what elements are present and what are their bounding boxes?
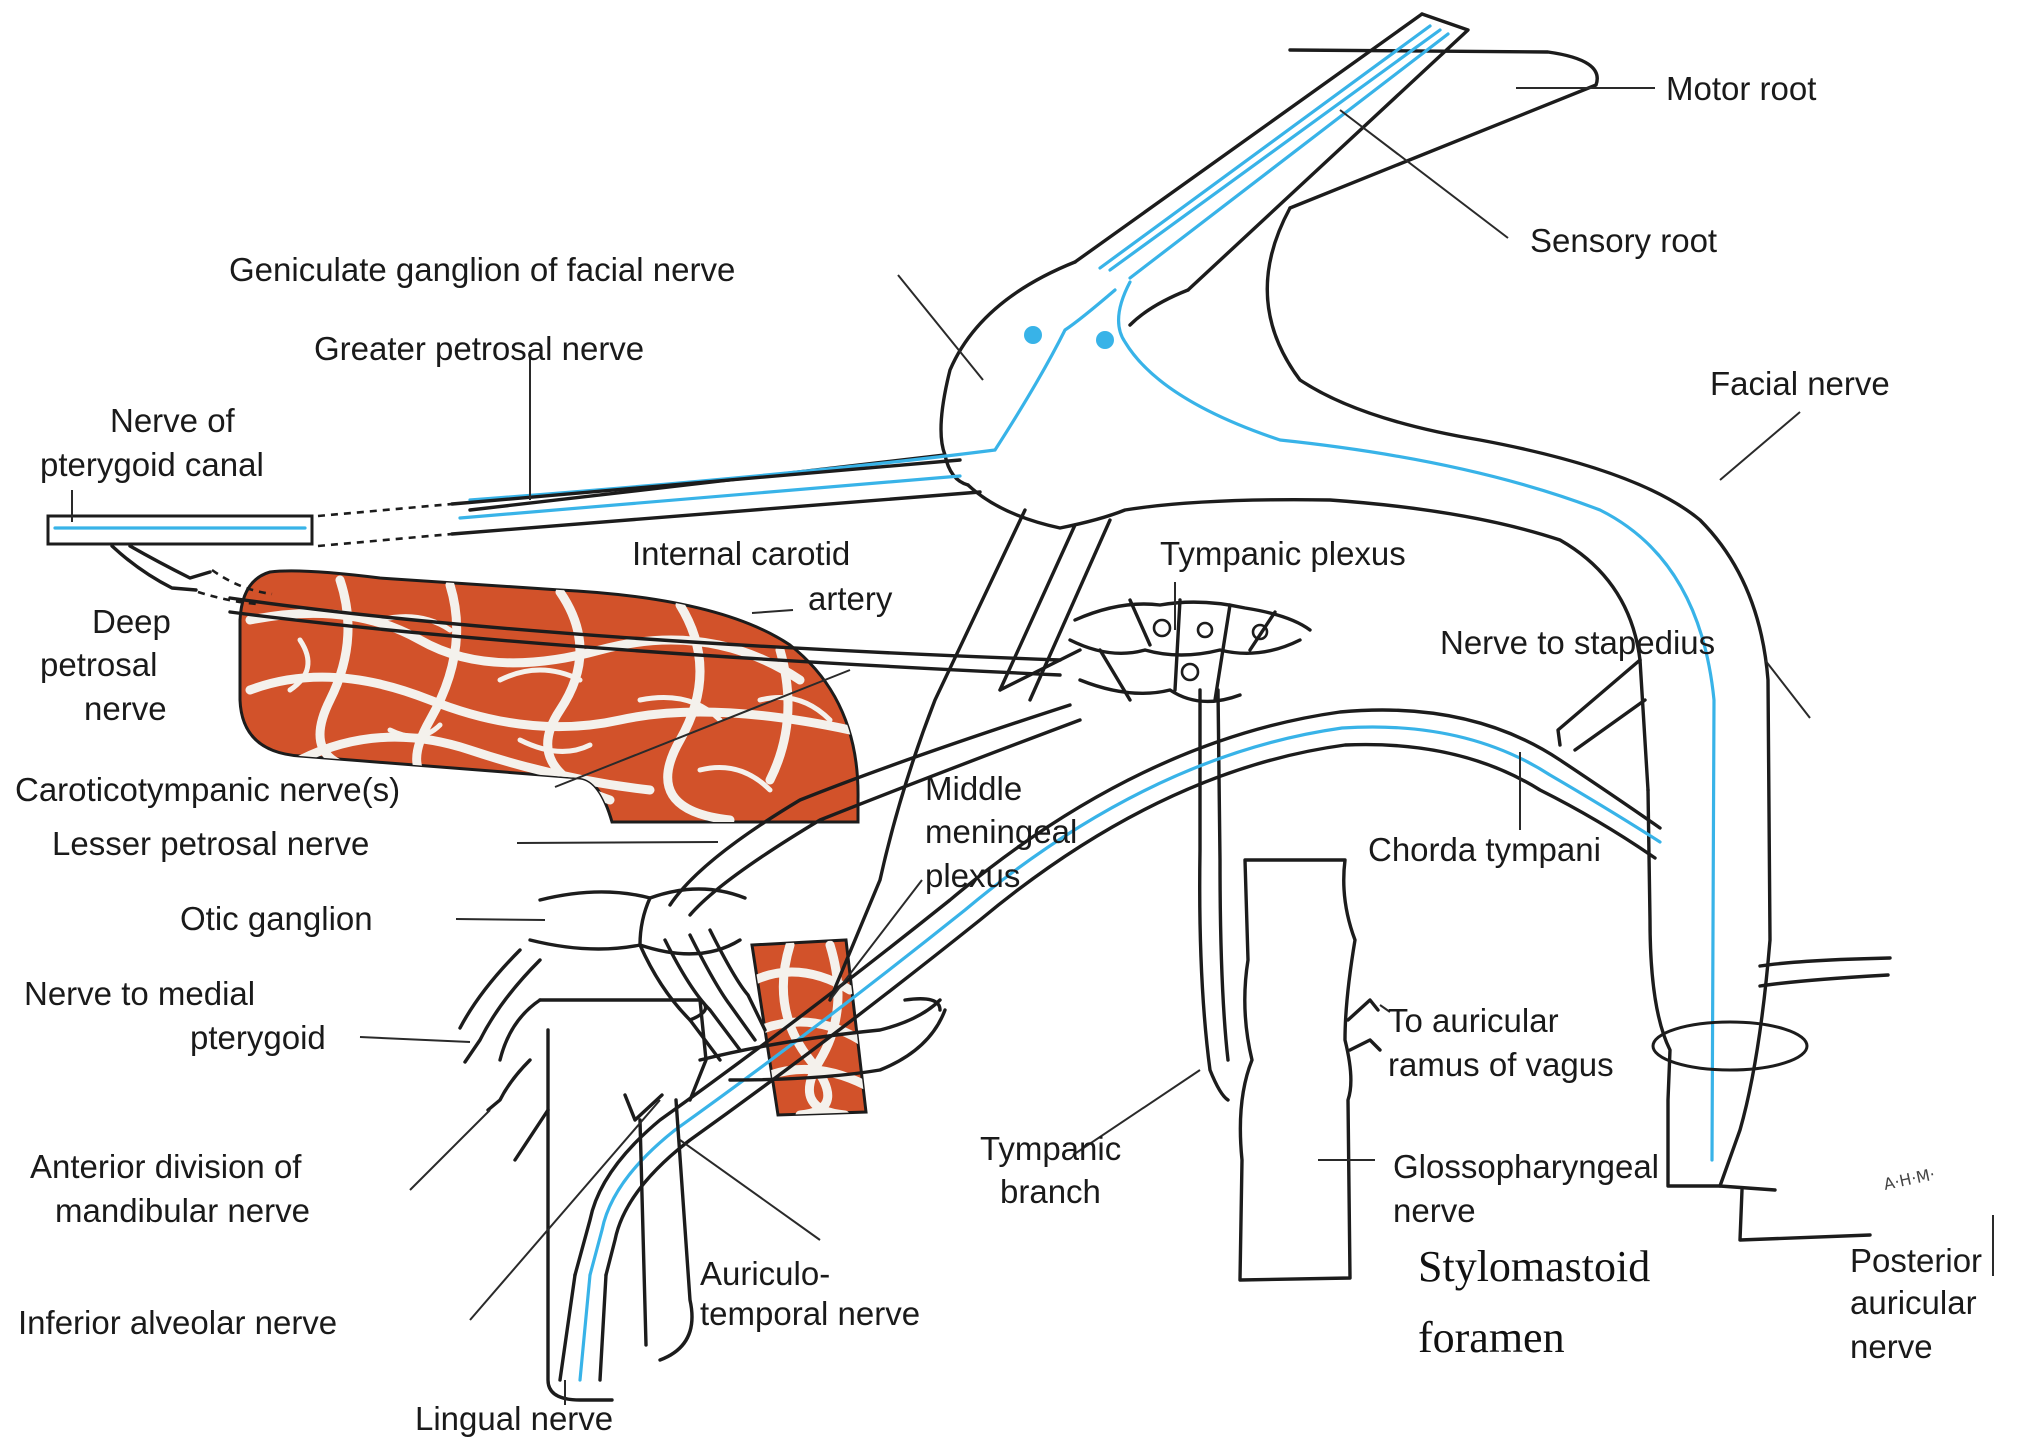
label-sensory-root: Sensory root <box>1530 222 1717 259</box>
label-glossopharyngeal-1: Glossopharyngeal <box>1393 1148 1659 1185</box>
label-middle-meningeal-1: Middle <box>925 770 1022 807</box>
label-motor-root: Motor root <box>1666 70 1816 107</box>
label-lingual-nerve: Lingual nerve <box>415 1400 613 1437</box>
label-deep-petrosal-2: petrosal <box>40 646 157 683</box>
label-chorda-tympani: Chorda tympani <box>1368 831 1601 868</box>
label-medial-pterygoid-2: pterygoid <box>190 1019 326 1056</box>
stylomastoid-ring <box>1653 958 1890 1070</box>
label-deep-petrosal-1: Deep <box>92 603 171 640</box>
label-greater-petrosal: Greater petrosal nerve <box>314 330 644 367</box>
label-internal-carotid-1: Internal carotid <box>632 535 850 572</box>
label-otic-ganglion: Otic ganglion <box>180 900 373 937</box>
label-internal-carotid-2: artery <box>808 580 893 617</box>
facial-fibers <box>470 26 1714 1160</box>
label-pterygoid-canal-2: pterygoid canal <box>40 446 264 483</box>
label-anterior-division-2: mandibular nerve <box>55 1192 310 1229</box>
label-auricular-ramus-2: ramus of vagus <box>1388 1046 1614 1083</box>
geniculate-cells <box>1024 326 1114 349</box>
label-auriculotemporal-2: temporal nerve <box>700 1295 920 1332</box>
label-tympanic-branch-2: branch <box>1000 1173 1101 1210</box>
label-facial-nerve: Facial nerve <box>1710 365 1890 402</box>
label-anterior-division-1: Anterior division of <box>30 1148 302 1185</box>
tympanic-plexus <box>1070 600 1310 701</box>
label-auriculotemporal-1: Auriculo- <box>700 1255 830 1292</box>
label-middle-meningeal-3: plexus <box>925 857 1020 894</box>
label-posterior-auricular-1: Posterior <box>1850 1242 1982 1279</box>
label-lesser-petrosal: Lesser petrosal nerve <box>52 825 369 862</box>
label-tympanic-plexus: Tympanic plexus <box>1160 535 1406 572</box>
label-nerve-to-stapedius: Nerve to stapedius <box>1440 624 1715 661</box>
label-inferior-alveolar: Inferior alveolar nerve <box>18 1304 337 1341</box>
artist-initials: A·H·M· <box>1882 1165 1937 1194</box>
label-deep-petrosal-3: nerve <box>84 690 167 727</box>
glossopharyngeal-trunk <box>1240 860 1380 1280</box>
label-tympanic-branch-1: Tympanic <box>980 1130 1121 1167</box>
label-auricular-ramus-1: To auricular <box>1388 1002 1559 1039</box>
label-geniculate-ganglion: Geniculate ganglion of facial nerve <box>229 251 735 288</box>
label-posterior-auricular-2: auricular <box>1850 1284 1977 1321</box>
label-posterior-auricular-3: nerve <box>1850 1328 1933 1365</box>
label-stylomastoid-1: Stylomastoid <box>1418 1242 1650 1291</box>
label-caroticotympanic: Caroticotympanic nerve(s) <box>15 771 400 808</box>
label-stylomastoid-2: foramen <box>1418 1313 1565 1362</box>
middle-meningeal-artery <box>752 940 866 1115</box>
label-medial-pterygoid-1: Nerve to medial <box>24 975 255 1012</box>
label-glossopharyngeal-2: nerve <box>1393 1192 1476 1229</box>
label-pterygoid-canal-1: Nerve of <box>110 402 236 439</box>
label-middle-meningeal-2: meningeal <box>925 813 1077 850</box>
